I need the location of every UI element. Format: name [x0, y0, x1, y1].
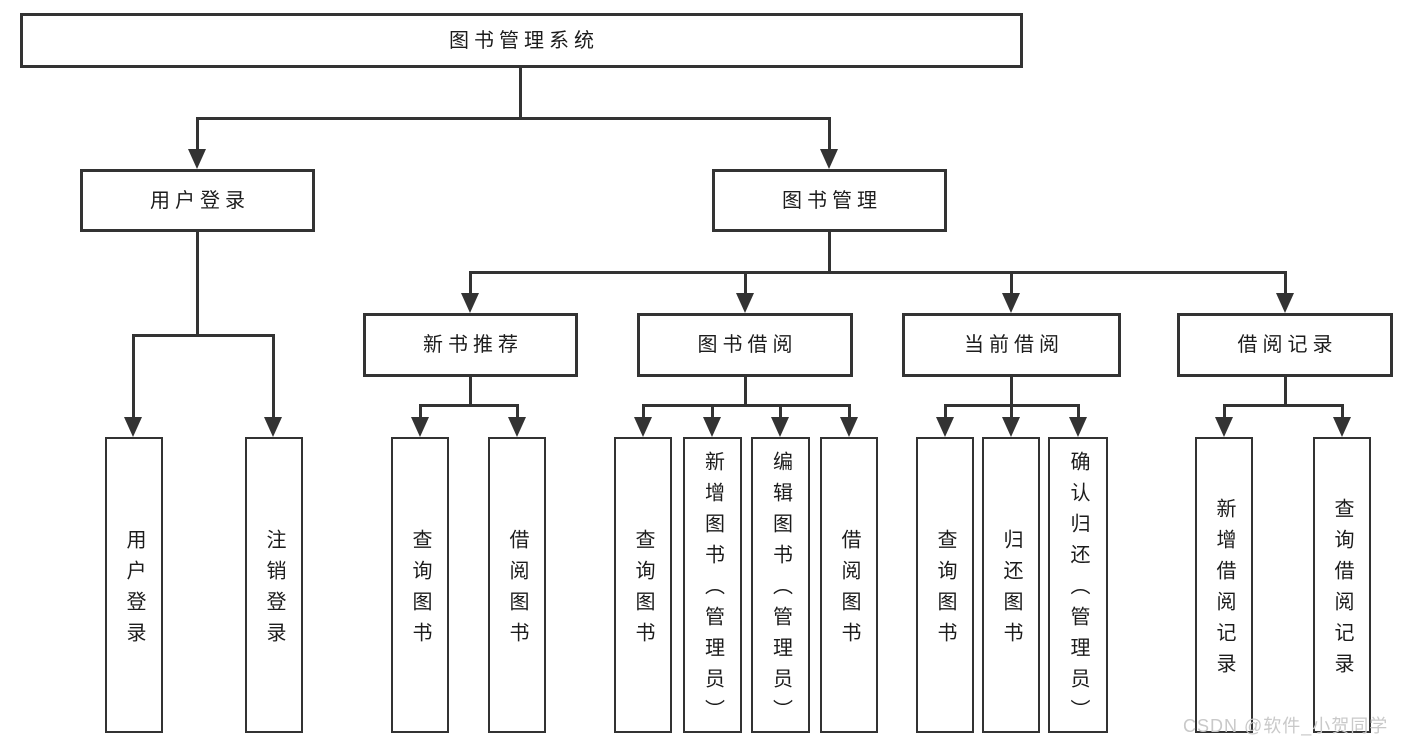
connector-line	[1223, 404, 1226, 419]
arrowhead-down-icon	[124, 417, 142, 437]
connector-line	[469, 271, 472, 295]
connector-line	[196, 232, 199, 336]
arrowhead-down-icon	[1333, 417, 1351, 437]
connector-line	[828, 117, 831, 152]
leaf-add-book-admin: 新增图书（管理员）	[683, 437, 742, 733]
arrowhead-down-icon	[1069, 417, 1087, 437]
tree-node-borrowing-records: 借阅记录	[1177, 313, 1393, 377]
connector-line	[642, 404, 645, 419]
connector-line	[1010, 404, 1013, 419]
connector-line	[1223, 404, 1343, 407]
leaf-borrow-books-recommend: 借阅图书	[488, 437, 546, 733]
leaf-label: 归还图书	[1000, 528, 1022, 653]
tree-node-root: 图书管理系统	[20, 13, 1023, 68]
connector-line	[642, 404, 850, 407]
connector-line	[848, 404, 851, 419]
arrowhead-down-icon	[461, 293, 479, 313]
connector-line	[1010, 271, 1013, 295]
connector-line	[419, 404, 422, 419]
tree-node-user-login: 用户登录	[80, 169, 315, 232]
leaf-query-borrow-record: 查询借阅记录	[1313, 437, 1371, 733]
arrowhead-down-icon	[188, 149, 206, 169]
tree-node-current-borrowing: 当前借阅	[902, 313, 1121, 377]
arrowhead-down-icon	[411, 417, 429, 437]
leaf-label: 新增图书（管理员）	[701, 451, 724, 730]
arrowhead-down-icon	[1276, 293, 1294, 313]
connector-line	[469, 271, 1286, 274]
leaf-label: 借阅图书	[506, 528, 528, 653]
connector-line	[272, 334, 275, 418]
connector-line	[944, 404, 947, 419]
arrowhead-down-icon	[703, 417, 721, 437]
arrowhead-down-icon	[1002, 293, 1020, 313]
arrowhead-down-icon	[264, 417, 282, 437]
leaf-edit-book-admin: 编辑图书（管理员）	[751, 437, 810, 733]
tree-node-label: 新书推荐	[423, 334, 523, 356]
arrowhead-down-icon	[771, 417, 789, 437]
tree-node-label: 用户登录	[150, 189, 250, 212]
leaf-query-books-borrowing: 查询图书	[614, 437, 672, 733]
connector-line	[419, 404, 519, 407]
tree-node-label: 图书借阅	[697, 334, 798, 356]
connector-line	[711, 404, 714, 419]
leaf-label: 查询图书	[409, 528, 431, 653]
arrowhead-down-icon	[1002, 417, 1020, 437]
connector-line	[1341, 404, 1344, 419]
csdn-watermark: CSDN @软件_小贺同学	[1183, 716, 1389, 736]
connector-line	[196, 117, 830, 120]
connector-line	[516, 404, 519, 419]
leaf-return-books: 归还图书	[982, 437, 1040, 733]
leaf-borrow-books: 借阅图书	[820, 437, 878, 733]
connector-line	[744, 271, 747, 295]
leaf-label: 编辑图书（管理员）	[769, 451, 792, 730]
tree-node-book-borrowing: 图书借阅	[637, 313, 853, 377]
leaf-user-login: 用户登录	[105, 437, 163, 733]
connector-line	[828, 232, 831, 272]
connector-line	[519, 68, 522, 118]
leaf-label: 查询借阅记录	[1331, 497, 1353, 684]
tree-node-label: 图书管理系统	[449, 29, 599, 52]
leaf-label: 确认归还（管理员）	[1067, 451, 1089, 730]
arrowhead-down-icon	[508, 417, 526, 437]
arrowhead-down-icon	[840, 417, 858, 437]
connector-line	[132, 334, 135, 418]
arrowhead-down-icon	[634, 417, 652, 437]
tree-node-label: 图书管理	[782, 189, 882, 212]
tree-node-label: 当前借阅	[964, 334, 1064, 356]
arrowhead-down-icon	[936, 417, 954, 437]
connector-line	[779, 404, 782, 419]
leaf-add-borrow-record: 新增借阅记录	[1195, 437, 1253, 733]
connector-line	[1284, 376, 1287, 406]
leaf-logout: 注销登录	[245, 437, 303, 733]
tree-node-label: 借阅记录	[1237, 334, 1338, 356]
connector-line	[1010, 376, 1013, 406]
connector-line	[132, 334, 275, 337]
connector-line	[744, 376, 747, 406]
leaf-label: 借阅图书	[838, 528, 860, 653]
connector-line	[1284, 271, 1287, 295]
connector-line	[469, 376, 472, 406]
arrowhead-down-icon	[1215, 417, 1233, 437]
leaf-label: 新增借阅记录	[1213, 497, 1235, 684]
leaf-label: 查询图书	[934, 528, 956, 653]
arrowhead-down-icon	[820, 149, 838, 169]
connector-line	[1077, 404, 1080, 419]
leaf-query-books-current: 查询图书	[916, 437, 974, 733]
tree-node-book-management: 图书管理	[712, 169, 947, 232]
leaf-query-books-recommend: 查询图书	[391, 437, 449, 733]
leaf-label: 注销登录	[263, 528, 285, 653]
tree-node-new-book-recommend: 新书推荐	[363, 313, 578, 377]
leaf-label: 用户登录	[123, 528, 145, 653]
leaf-label: 查询图书	[632, 528, 654, 653]
connector-line	[196, 117, 199, 152]
leaf-confirm-return-admin: 确认归还（管理员）	[1048, 437, 1108, 733]
arrowhead-down-icon	[736, 293, 754, 313]
